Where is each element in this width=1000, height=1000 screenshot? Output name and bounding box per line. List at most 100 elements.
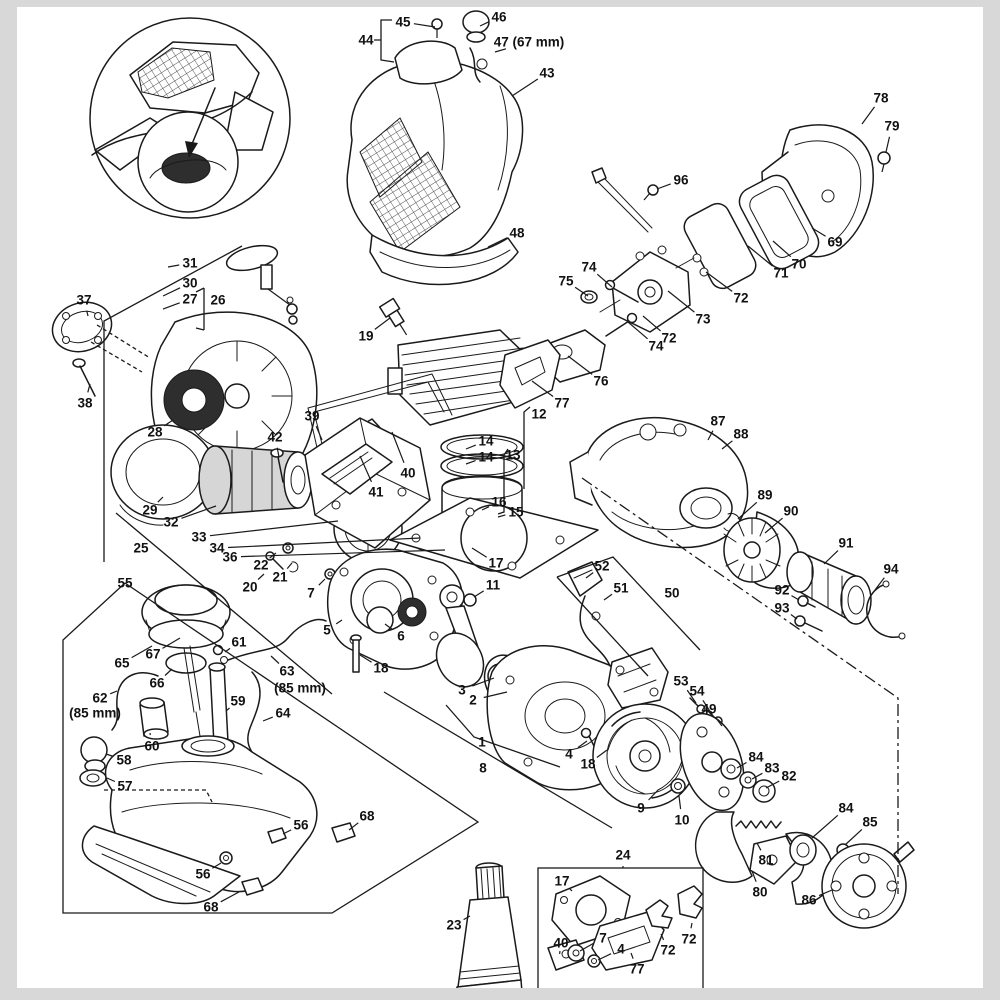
engine-shroud (346, 10, 524, 258)
leader-line (844, 828, 863, 846)
part-label: 9 (637, 801, 645, 816)
part-label: 8 (479, 761, 487, 776)
leader-line (465, 460, 476, 465)
leader-line (690, 922, 693, 929)
leader-line (384, 623, 393, 630)
part-label: 47 (67 mm) (494, 35, 565, 50)
retaining-clip (866, 580, 906, 640)
part-label: 56 (293, 818, 309, 833)
part-label: 68 (359, 809, 375, 824)
part-label: 82 (781, 769, 796, 784)
recoil-starter (150, 244, 318, 494)
part-label: 79 (884, 119, 899, 134)
leader-line (257, 573, 265, 580)
part-label: 40 (553, 936, 568, 951)
part-label: 51 (613, 581, 629, 596)
part-label: 83 (764, 761, 780, 776)
part-label: 72 (681, 932, 696, 947)
part-label: 60 (144, 739, 159, 754)
leader-line (286, 562, 293, 569)
leader-line (660, 933, 665, 941)
leader-line (86, 310, 89, 317)
leader-line (756, 842, 762, 851)
spark-plug (378, 297, 408, 336)
leader-line (473, 590, 485, 598)
part-label: 72 (660, 943, 675, 958)
part-label: 39 (304, 409, 319, 424)
part-label: 19 (358, 329, 373, 344)
part-label: 74 (648, 339, 664, 354)
sealant-tube (455, 862, 523, 995)
part-label: 73 (695, 312, 711, 327)
leader-line (656, 183, 671, 190)
part-label: 58 (116, 753, 132, 768)
part-label: 5 (323, 623, 331, 638)
clutch-carrier (679, 712, 745, 812)
carburetor (599, 245, 695, 333)
leader-line (627, 321, 648, 340)
part-label: (85 mm) (69, 706, 121, 721)
part-label: 27 (182, 292, 197, 307)
leader-line (567, 355, 593, 375)
leader-line (715, 717, 723, 727)
leader-line (861, 106, 875, 125)
leader-line (318, 578, 326, 586)
part-label: 64 (275, 706, 291, 721)
leader-line (569, 888, 573, 892)
leader-line (224, 647, 231, 653)
leader-line (678, 795, 682, 810)
part-label: 84 (838, 801, 854, 816)
primer-parts (79, 736, 108, 787)
leader-line (471, 547, 488, 558)
leader-line (765, 780, 780, 789)
part-label: 6 (397, 629, 405, 644)
screw-18-left (350, 634, 362, 673)
part-label: 76 (593, 374, 609, 389)
leader-line (209, 520, 339, 537)
fuel-cap (141, 584, 231, 739)
leader-line (109, 690, 118, 695)
leader-line (270, 655, 280, 664)
leader-line (705, 271, 733, 292)
leader-line (603, 593, 613, 601)
choke-rod (591, 167, 659, 233)
leader-line (791, 595, 800, 601)
heat-shield (307, 373, 453, 453)
part-label: 18 (580, 757, 596, 772)
part-label: 2 (469, 693, 477, 708)
leader-line (751, 772, 763, 780)
leader-line (181, 505, 217, 519)
part-label: 61 (231, 635, 247, 650)
leader-line (465, 444, 477, 450)
inset-detail-view (89, 17, 291, 219)
part-label: 14 (478, 450, 494, 465)
part-label: 13 (505, 448, 521, 463)
leader-line (747, 245, 773, 267)
part-label: 86 (801, 893, 817, 908)
leader-line (472, 677, 495, 687)
part-label: 3 (458, 683, 466, 698)
av-mounts (219, 822, 356, 896)
leader-line (391, 431, 405, 464)
leader-line (359, 455, 373, 483)
part-label: 78 (873, 91, 889, 106)
part-label: 49 (701, 702, 716, 717)
part-label: 38 (77, 396, 93, 411)
part-label: 56 (195, 867, 211, 882)
part-label: 75 (558, 274, 574, 289)
part-label: 1 (478, 735, 486, 750)
leader-line (481, 506, 490, 511)
leader-line (494, 48, 507, 53)
fuel-filter (139, 697, 169, 740)
part-label: 7 (599, 931, 607, 946)
leader-line (413, 23, 436, 28)
leader-line (162, 302, 180, 310)
leader-line (315, 425, 323, 441)
part-label: 16 (491, 495, 507, 510)
screws-92-93 (794, 595, 823, 632)
part-label: 22 (253, 558, 268, 573)
